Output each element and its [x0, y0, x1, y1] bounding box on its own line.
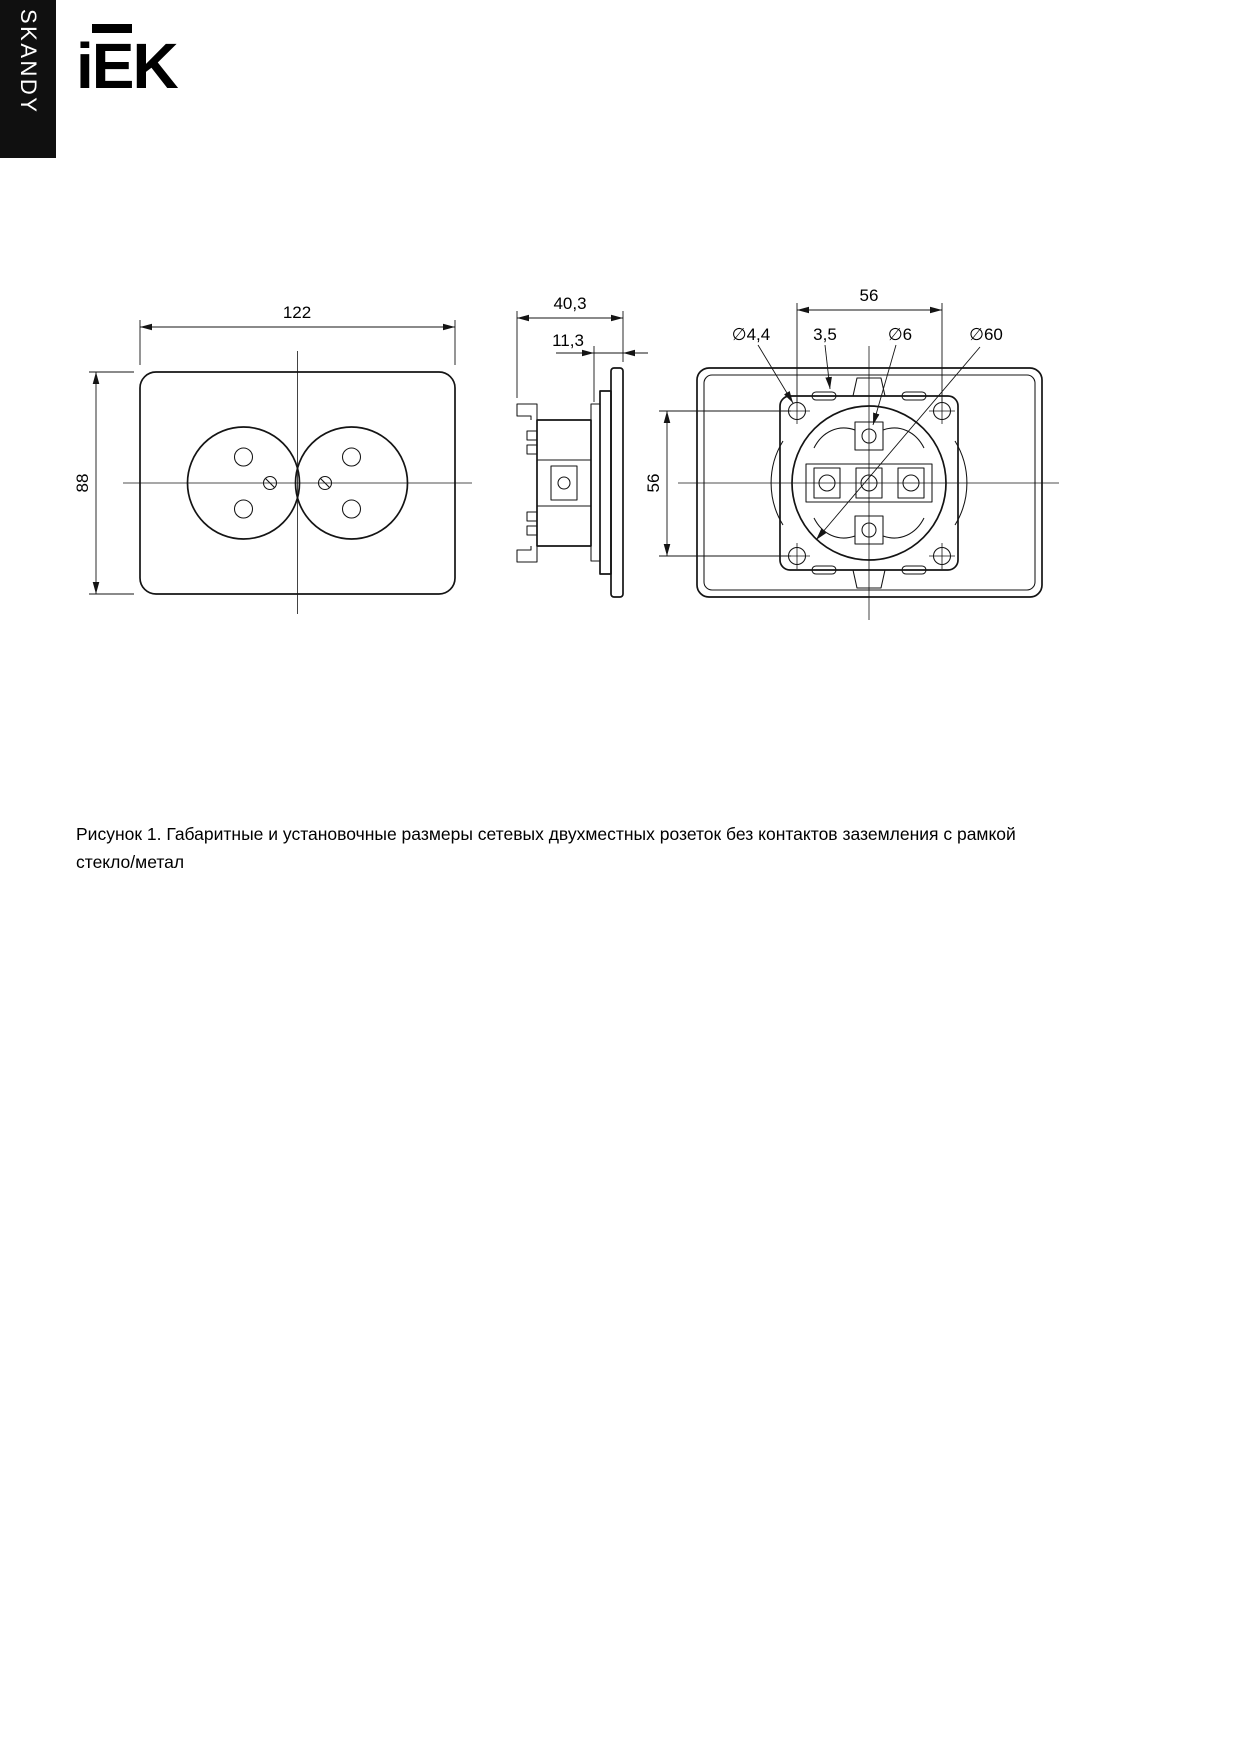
screw-right-icon — [317, 475, 333, 491]
technical-drawing: 122 88 40,3 — [73, 286, 1059, 620]
dim-back-width: 56 — [860, 286, 879, 305]
dim-side-depth: 40,3 — [553, 294, 586, 313]
back-view — [678, 346, 1059, 620]
iek-logo: i E K — [76, 24, 179, 102]
dim-front-height: 88 — [73, 474, 92, 493]
dim-front-width: 122 — [283, 303, 311, 322]
dim-side-frame: 11,3 — [552, 331, 584, 350]
figure-caption: Рисунок 1. Габаритные и установочные раз… — [76, 824, 1016, 873]
front-dimensions: 122 88 — [73, 303, 456, 595]
logo-letter-e: E — [91, 24, 134, 98]
front-view — [123, 351, 472, 614]
label-slot: 3,5 — [813, 325, 837, 344]
terminal-block — [805, 463, 933, 503]
label-screw-hole: ∅4,4 — [732, 325, 770, 344]
side-view — [516, 367, 624, 598]
dim-back-height: 56 — [644, 474, 663, 493]
mount-hole-br — [929, 543, 955, 569]
brand-vertical-label: SKANDY — [16, 9, 41, 115]
brand-banner: SKANDY — [0, 0, 56, 158]
back-dimensions: 56 56 ∅4,4 3,5 ∅6 ∅60 — [644, 286, 1003, 557]
logo-letter-i: i — [76, 30, 94, 102]
side-dimensions: 40,3 11,3 — [516, 294, 648, 402]
claw-bottom — [813, 515, 925, 545]
logo-letter-k: K — [132, 30, 178, 102]
mount-hole-tr — [929, 398, 955, 424]
claw-top — [813, 421, 925, 451]
label-claw-hole: ∅6 — [888, 325, 912, 344]
label-circle: ∅60 — [969, 325, 1003, 344]
screw-left-icon — [262, 475, 278, 491]
